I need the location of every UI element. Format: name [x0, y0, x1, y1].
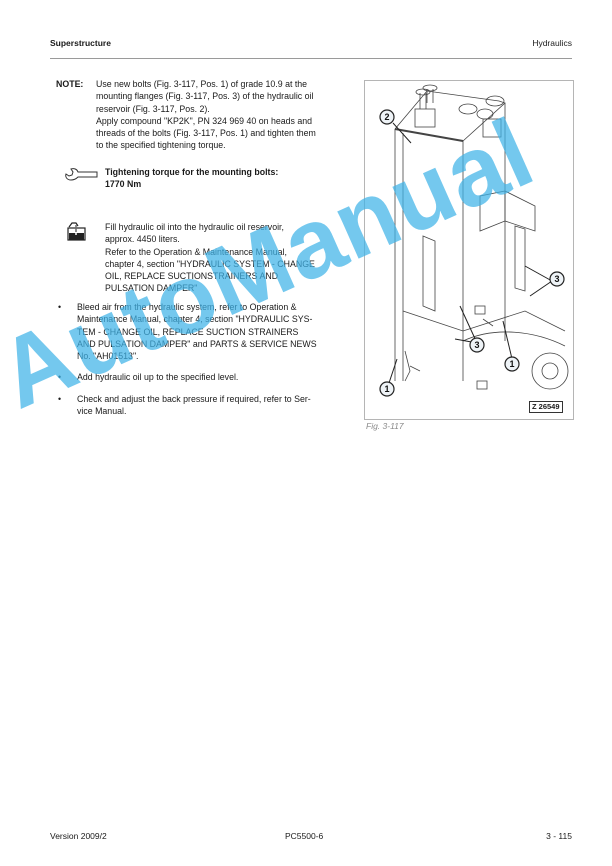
bullet-icon: •: [58, 372, 62, 383]
bullet-icon: •: [58, 302, 62, 312]
note-body: Use new bolts (Fig. 3-117, Pos. 1) of gr…: [96, 78, 361, 152]
callout-1: 1: [509, 359, 514, 369]
torque-body: Tightening torque for the mounting bolts…: [105, 166, 278, 191]
callout-3: 3: [474, 340, 479, 350]
fill-line: chapter 4, section "HYDRAULIC SYSTEM - C…: [105, 258, 315, 269]
figure-hydraulic-reservoir: 2 3 3 1 1: [364, 80, 574, 420]
oil-can-icon: [66, 221, 88, 244]
fill-line: OIL, REPLACE SUCTIONSTRAINERS AND: [105, 271, 279, 282]
chapter-title: Hydraulics: [532, 38, 572, 48]
footer-page-number: 3 - 115: [546, 831, 572, 841]
note-line: Apply compound "KP2K", PN 324 969 40 on …: [96, 115, 313, 126]
list-item-line: No. "AH01513".: [77, 351, 139, 362]
list-item-line: vice Manual.: [77, 406, 127, 417]
list-item-line: Add hydraulic oil up to the specified le…: [77, 372, 239, 383]
list-item: • Check and adjust the back pressure if …: [56, 393, 362, 418]
note-line: Use new bolts (Fig. 3-117, Pos. 1) of gr…: [96, 79, 308, 89]
torque-value: 1770 Nm: [105, 179, 142, 190]
fill-line: PULSATION DAMPER": [105, 283, 198, 294]
figure-caption: Fig. 3-117: [366, 421, 404, 431]
list-item-line: Bleed air from the hydraulic system, ref…: [77, 302, 297, 312]
callout-1: 1: [384, 384, 389, 394]
callout-3: 3: [554, 274, 559, 284]
fill-line: approx. 4450 liters.: [105, 234, 180, 245]
list-item-line: TEM - CHANGE OIL, REPLACE SUCTION STRAIN…: [77, 326, 299, 337]
note-line: mounting flanges (Fig. 3-117, Pos. 3) of…: [96, 91, 314, 102]
torque-label: Tightening torque for the mounting bolts…: [105, 167, 279, 177]
list-item-line: Maintenance Manual, chapter 4, section "…: [77, 314, 313, 325]
footer-model: PC5500-6: [285, 831, 324, 841]
fill-line: Fill hydraulic oil into the hydraulic oi…: [105, 222, 284, 232]
page-header: Superstructure Hydraulics: [50, 36, 572, 59]
note-label: NOTE:: [56, 79, 84, 89]
list-item: • Bleed air from the hydraulic system, r…: [56, 301, 362, 362]
list-item-line: AND PULSATION DAMPER" and PARTS & SERVIC…: [77, 338, 317, 349]
list-item: • Add hydraulic oil up to the specified …: [56, 371, 362, 383]
footer-version: Version 2009/2: [50, 831, 107, 841]
wrench-icon: [64, 168, 98, 185]
list-item-line: Check and adjust the back pressure if re…: [77, 393, 311, 404]
figure-id: Z 26549: [529, 401, 563, 413]
section-title: Superstructure: [50, 38, 111, 48]
step-list: • Bleed air from the hydraulic system, r…: [56, 301, 362, 426]
reservoir-drawing: 2 3 3 1 1: [379, 84, 569, 397]
note-line: to the specified tightening torque.: [96, 140, 226, 151]
fill-body: Fill hydraulic oil into the hydraulic oi…: [105, 221, 363, 295]
note-line: reservoir (Fig. 3-117, Pos. 2).: [96, 103, 210, 114]
bullet-icon: •: [58, 393, 62, 404]
callout-2: 2: [384, 112, 389, 122]
note-line: threads of the bolts (Fig. 3-117, Pos. 1…: [96, 128, 316, 139]
fill-line: Refer to the Operation & Maintenance Man…: [105, 246, 287, 257]
